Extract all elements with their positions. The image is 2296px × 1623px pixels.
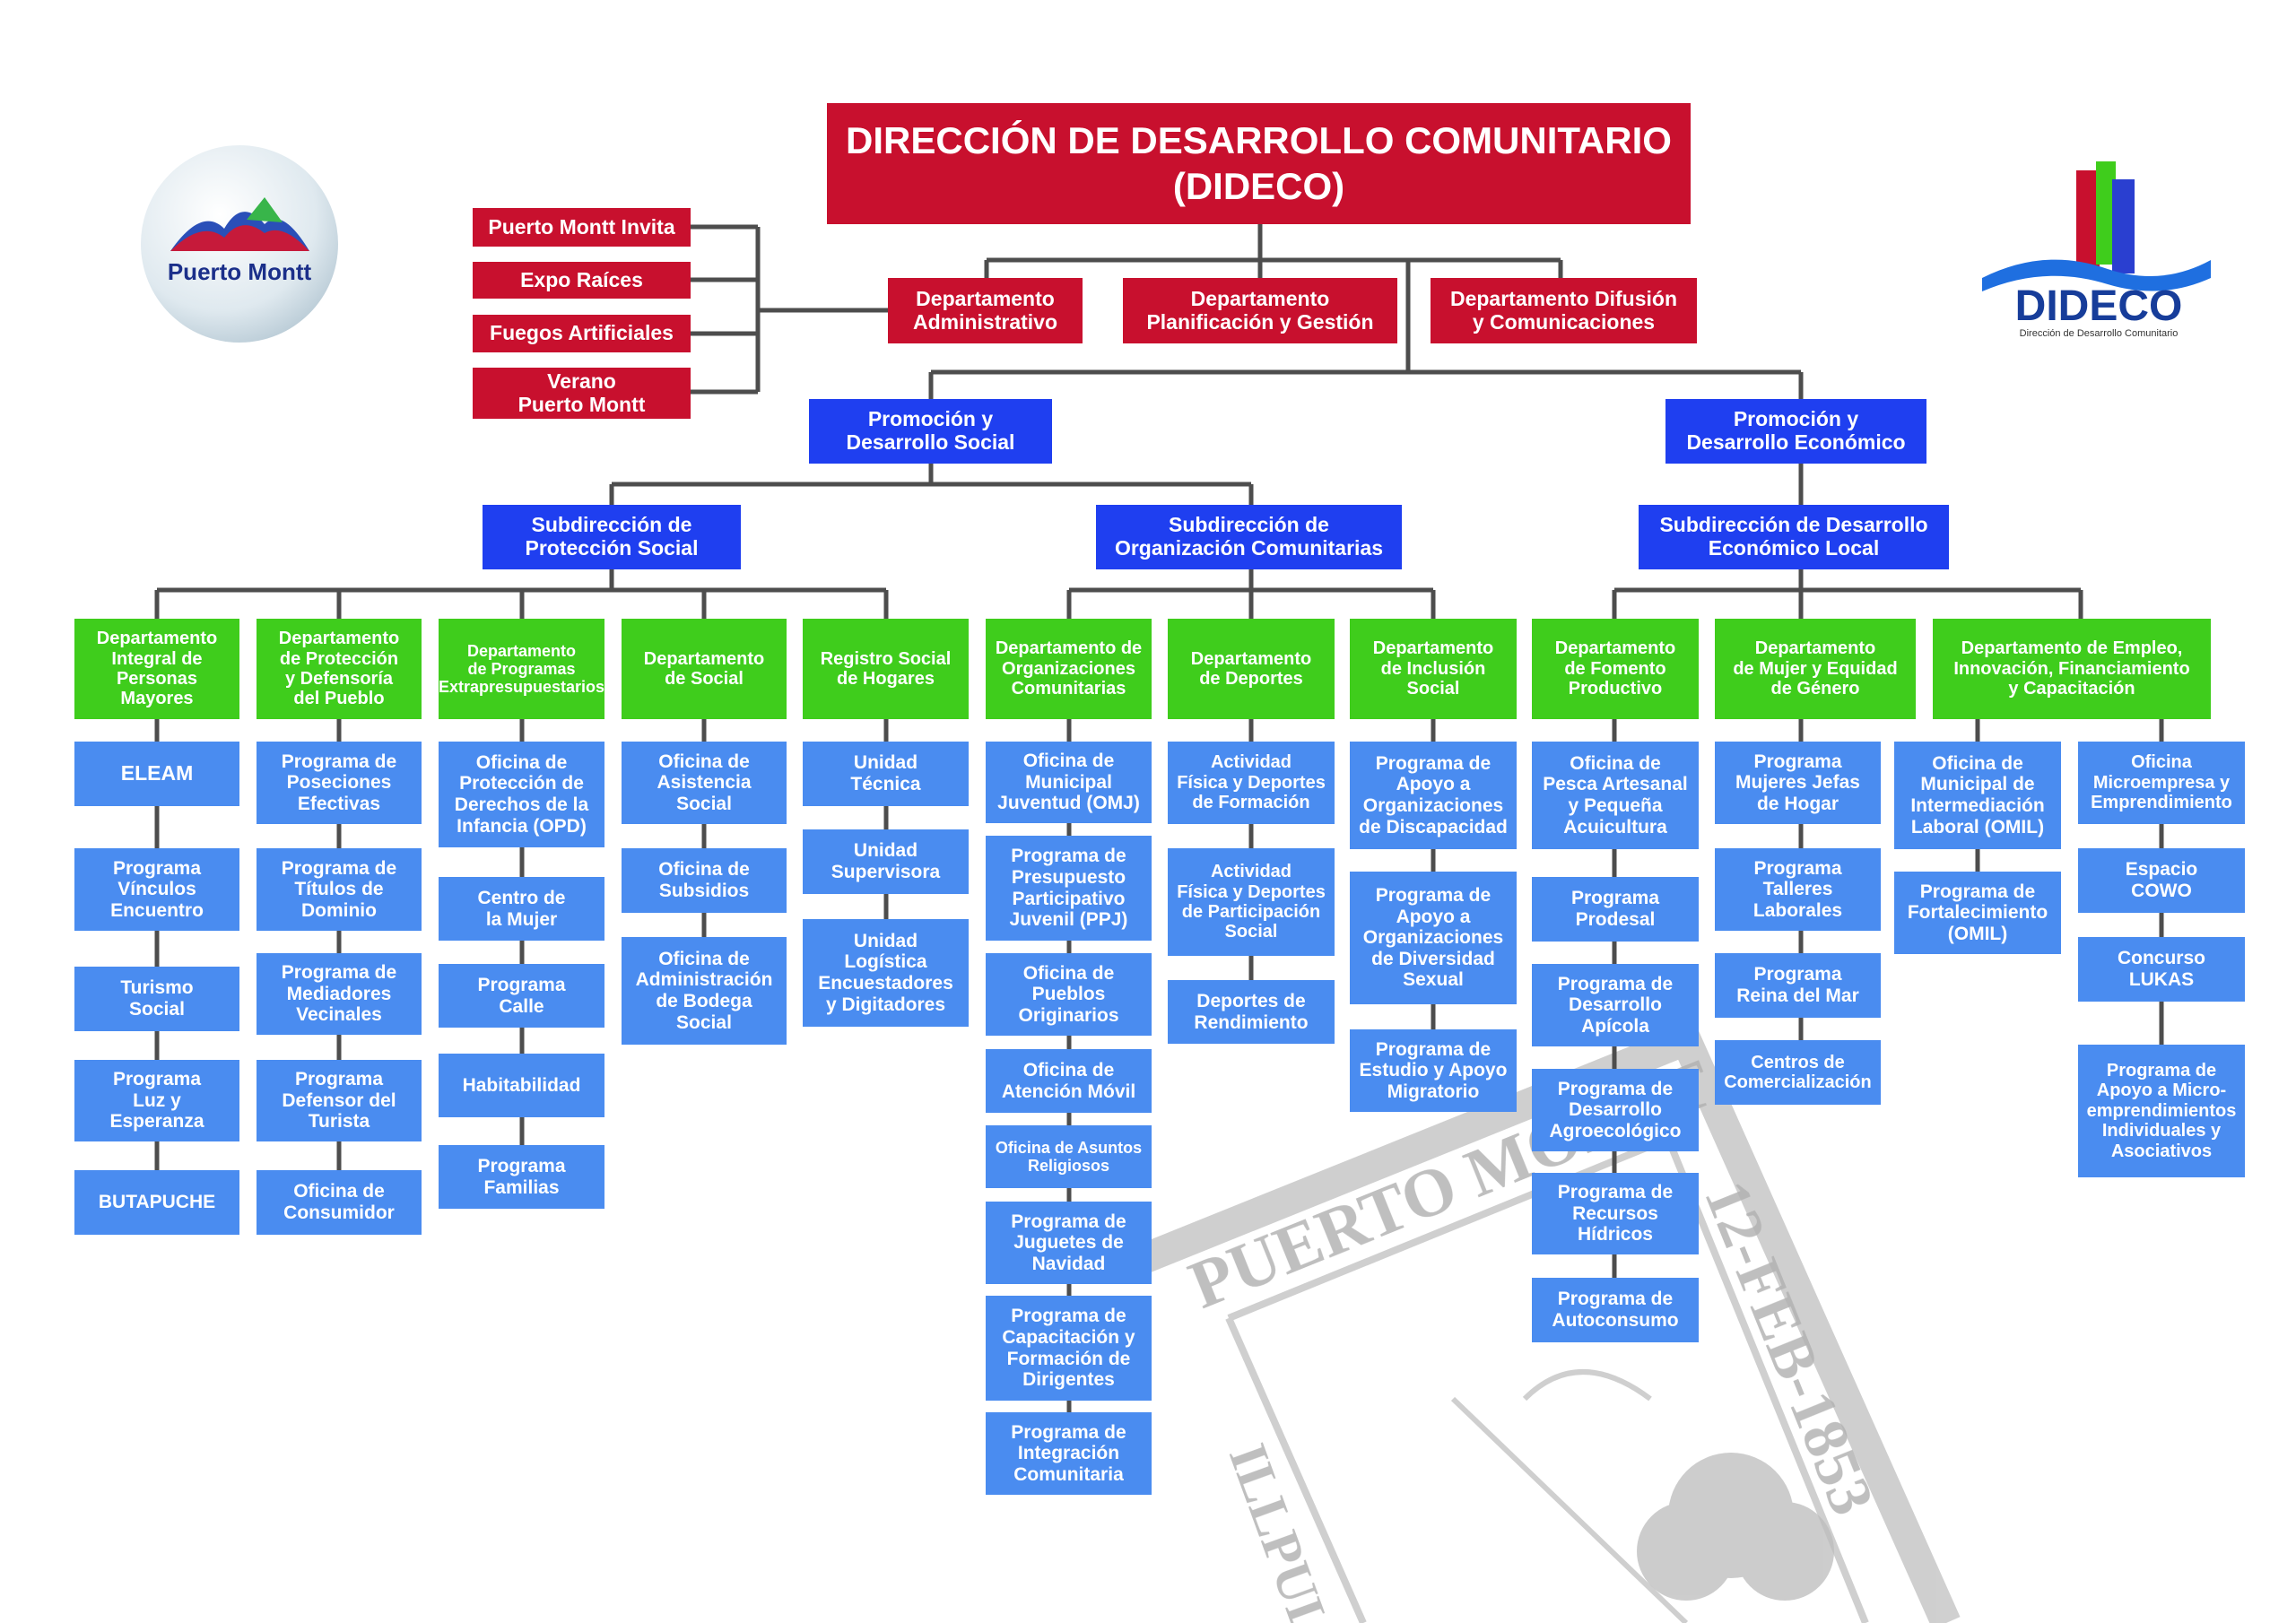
item-apoyo-migratorio: Programa de Estudio y Apoyo Migratorio bbox=[1350, 1029, 1517, 1112]
item-omil: Oficina de Municipal de Intermediación L… bbox=[1894, 742, 2061, 849]
event-puerto-montt-invita: Puerto Montt Invita bbox=[473, 208, 691, 247]
item-mediadores-vecinales: Programa de Mediadores Vecinales bbox=[257, 953, 422, 1035]
item-oficina-subsidios: Oficina de Subsidios bbox=[622, 848, 787, 913]
item-programa-familias: Programa Familias bbox=[439, 1145, 604, 1209]
item-programa-vinculos-encuentro: Programa Vínculos Encuentro bbox=[74, 848, 239, 931]
dept-mujer-equidad-genero: Departamento de Mujer y Equidad de Géner… bbox=[1715, 619, 1916, 719]
item-defensor-turista: Programa Defensor del Turista bbox=[257, 1060, 422, 1141]
item-autoconsumo: Programa de Autoconsumo bbox=[1532, 1278, 1699, 1342]
item-recursos-hidricos: Programa de Recursos Hídricos bbox=[1532, 1173, 1699, 1254]
item-asuntos-religiosos: Oficina de Asuntos Religiosos bbox=[986, 1125, 1152, 1188]
item-unidad-logistica: Unidad Logística Encuestadores y Digitad… bbox=[803, 919, 969, 1027]
puerto-montt-logo-text: Puerto Montt bbox=[168, 258, 312, 285]
item-unidad-tecnica: Unidad Técnica bbox=[803, 742, 969, 806]
subdireccion-organizacion-comunitarias: Subdirección de Organización Comunitaria… bbox=[1096, 505, 1402, 569]
item-pesca-artesanal: Oficina de Pesca Artesanal y Pequeña Acu… bbox=[1532, 742, 1699, 849]
dept-planificacion-gestion: Departamento Planificación y Gestión bbox=[1123, 278, 1397, 343]
dept-registro-social-hogares: Registro Social de Hogares bbox=[803, 619, 969, 719]
item-deportes-formacion: Actividad Física y Deportes de Formación bbox=[1168, 742, 1335, 824]
event-verano-puerto-montt: Verano Puerto Montt bbox=[473, 368, 691, 419]
dideco-logo-subtext: Dirección de Desarrollo Comunitario bbox=[2020, 328, 2179, 339]
item-eleam: ELEAM bbox=[74, 742, 239, 806]
item-butapuche: BUTAPUCHE bbox=[74, 1170, 239, 1235]
item-reina-del-mar: Programa Reina del Mar bbox=[1715, 953, 1881, 1018]
dept-inclusion-social: Departamento de Inclusión Social bbox=[1350, 619, 1517, 719]
dept-administrativo: Departamento Administrativo bbox=[888, 278, 1083, 343]
item-posesiones-efectivas: Programa de Poseciones Efectivas bbox=[257, 742, 422, 824]
dept-difusion-comunicaciones: Departamento Difusión y Comunicaciones bbox=[1431, 278, 1697, 343]
area-desarrollo-social: Promoción y Desarrollo Social bbox=[809, 399, 1052, 464]
item-apoyo-diversidad-sexual: Programa de Apoyo a Organizaciones de Di… bbox=[1350, 872, 1517, 1004]
item-administracion-bodega: Oficina de Administración de Bodega Soci… bbox=[622, 937, 787, 1045]
item-centro-mujer: Centro de la Mujer bbox=[439, 877, 604, 941]
item-deportes-participacion: Actividad Física y Deportes de Participa… bbox=[1168, 848, 1335, 956]
dept-organizaciones-comunitarias: Departamento de Organizaciones Comunitar… bbox=[986, 619, 1152, 719]
subdireccion-economico-local: Subdirección de Desarrollo Económico Loc… bbox=[1639, 505, 1949, 569]
puerto-montt-logo: Puerto Montt bbox=[139, 143, 341, 345]
item-omj: Oficina de Municipal Juventud (OMJ) bbox=[986, 742, 1152, 823]
dept-fomento-productivo: Departamento de Fomento Productivo bbox=[1532, 619, 1699, 719]
dept-proteccion-defensoria: Departamento de Protección y Defensoría … bbox=[257, 619, 422, 719]
item-centros-comercializacion: Centros de Comercialización bbox=[1715, 1040, 1881, 1105]
dept-empleo-innovacion: Departamento de Empleo, Innovación, Fina… bbox=[1933, 619, 2211, 719]
item-integracion-comunitaria: Programa de Integración Comunitaria bbox=[986, 1412, 1152, 1495]
item-unidad-supervisora: Unidad Supervisora bbox=[803, 829, 969, 894]
item-asistencia-social: Oficina de Asistencia Social bbox=[622, 742, 787, 824]
item-programa-luz-esperanza: Programa Luz y Esperanza bbox=[74, 1060, 239, 1141]
item-microempresa-emprendimiento: Oficina Microempresa y Emprendimiento bbox=[2078, 742, 2245, 824]
event-expo-raices: Expo Raíces bbox=[473, 262, 691, 299]
event-fuegos-artificiales: Fuegos Artificiales bbox=[473, 315, 691, 352]
item-juguetes-navidad: Programa de Juguetes de Navidad bbox=[986, 1202, 1152, 1284]
dideco-title: DIRECCIÓN DE DESARROLLO COMUNITARIO (DID… bbox=[827, 103, 1691, 224]
item-opd: Oficina de Protección de Derechos de la … bbox=[439, 742, 604, 847]
item-espacio-cowo: Espacio COWO bbox=[2078, 848, 2245, 913]
dideco-logo-text: DIDECO bbox=[2015, 282, 2183, 330]
dept-programas-extrapresupuestarios: Departamento de Programas Extrapresupues… bbox=[439, 619, 604, 719]
dideco-logo: DIDECO Dirección de Desarrollo Comunitar… bbox=[1973, 157, 2215, 350]
dept-personas-mayores: Departamento Integral de Personas Mayore… bbox=[74, 619, 239, 719]
item-atencion-movil: Oficina de Atención Móvil bbox=[986, 1049, 1152, 1113]
item-turismo-social: Turismo Social bbox=[74, 967, 239, 1031]
area-desarrollo-economico: Promoción y Desarrollo Económico bbox=[1665, 399, 1926, 464]
item-titulos-dominio: Programa de Títulos de Dominio bbox=[257, 848, 422, 931]
item-desarrollo-apicola: Programa de Desarrollo Apícola bbox=[1532, 964, 1699, 1046]
item-programa-calle: Programa Calle bbox=[439, 964, 604, 1028]
item-mujeres-jefas-hogar: Programa Mujeres Jefas de Hogar bbox=[1715, 742, 1881, 824]
item-oficina-consumidor: Oficina de Consumidor bbox=[257, 1170, 422, 1235]
item-habitabilidad: Habitabilidad bbox=[439, 1054, 604, 1117]
item-prodesal: Programa Prodesal bbox=[1532, 877, 1699, 942]
item-concurso-lukas: Concurso LUKAS bbox=[2078, 937, 2245, 1002]
item-deportes-rendimiento: Deportes de Rendimiento bbox=[1168, 980, 1335, 1044]
item-desarrollo-agroecologico: Programa de Desarrollo Agroecológico bbox=[1532, 1069, 1699, 1151]
item-apoyo-microemprendimientos: Programa de Apoyo a Micro- emprendimient… bbox=[2078, 1045, 2245, 1177]
item-apoyo-discapacidad: Programa de Apoyo a Organizaciones de Di… bbox=[1350, 742, 1517, 849]
item-ppj: Programa de Presupuesto Participativo Ju… bbox=[986, 836, 1152, 941]
item-talleres-laborales: Programa Talleres Laborales bbox=[1715, 848, 1881, 931]
subdireccion-proteccion-social: Subdirección de Protección Social bbox=[483, 505, 741, 569]
dept-social: Departamento de Social bbox=[622, 619, 787, 719]
item-formacion-dirigentes: Programa de Capacitación y Formación de … bbox=[986, 1296, 1152, 1401]
item-pueblos-originarios: Oficina de Pueblos Originarios bbox=[986, 953, 1152, 1036]
item-fortalecimiento-omil: Programa de Fortalecimiento (OMIL) bbox=[1894, 872, 2061, 954]
dept-deportes: Departamento de Deportes bbox=[1168, 619, 1335, 719]
